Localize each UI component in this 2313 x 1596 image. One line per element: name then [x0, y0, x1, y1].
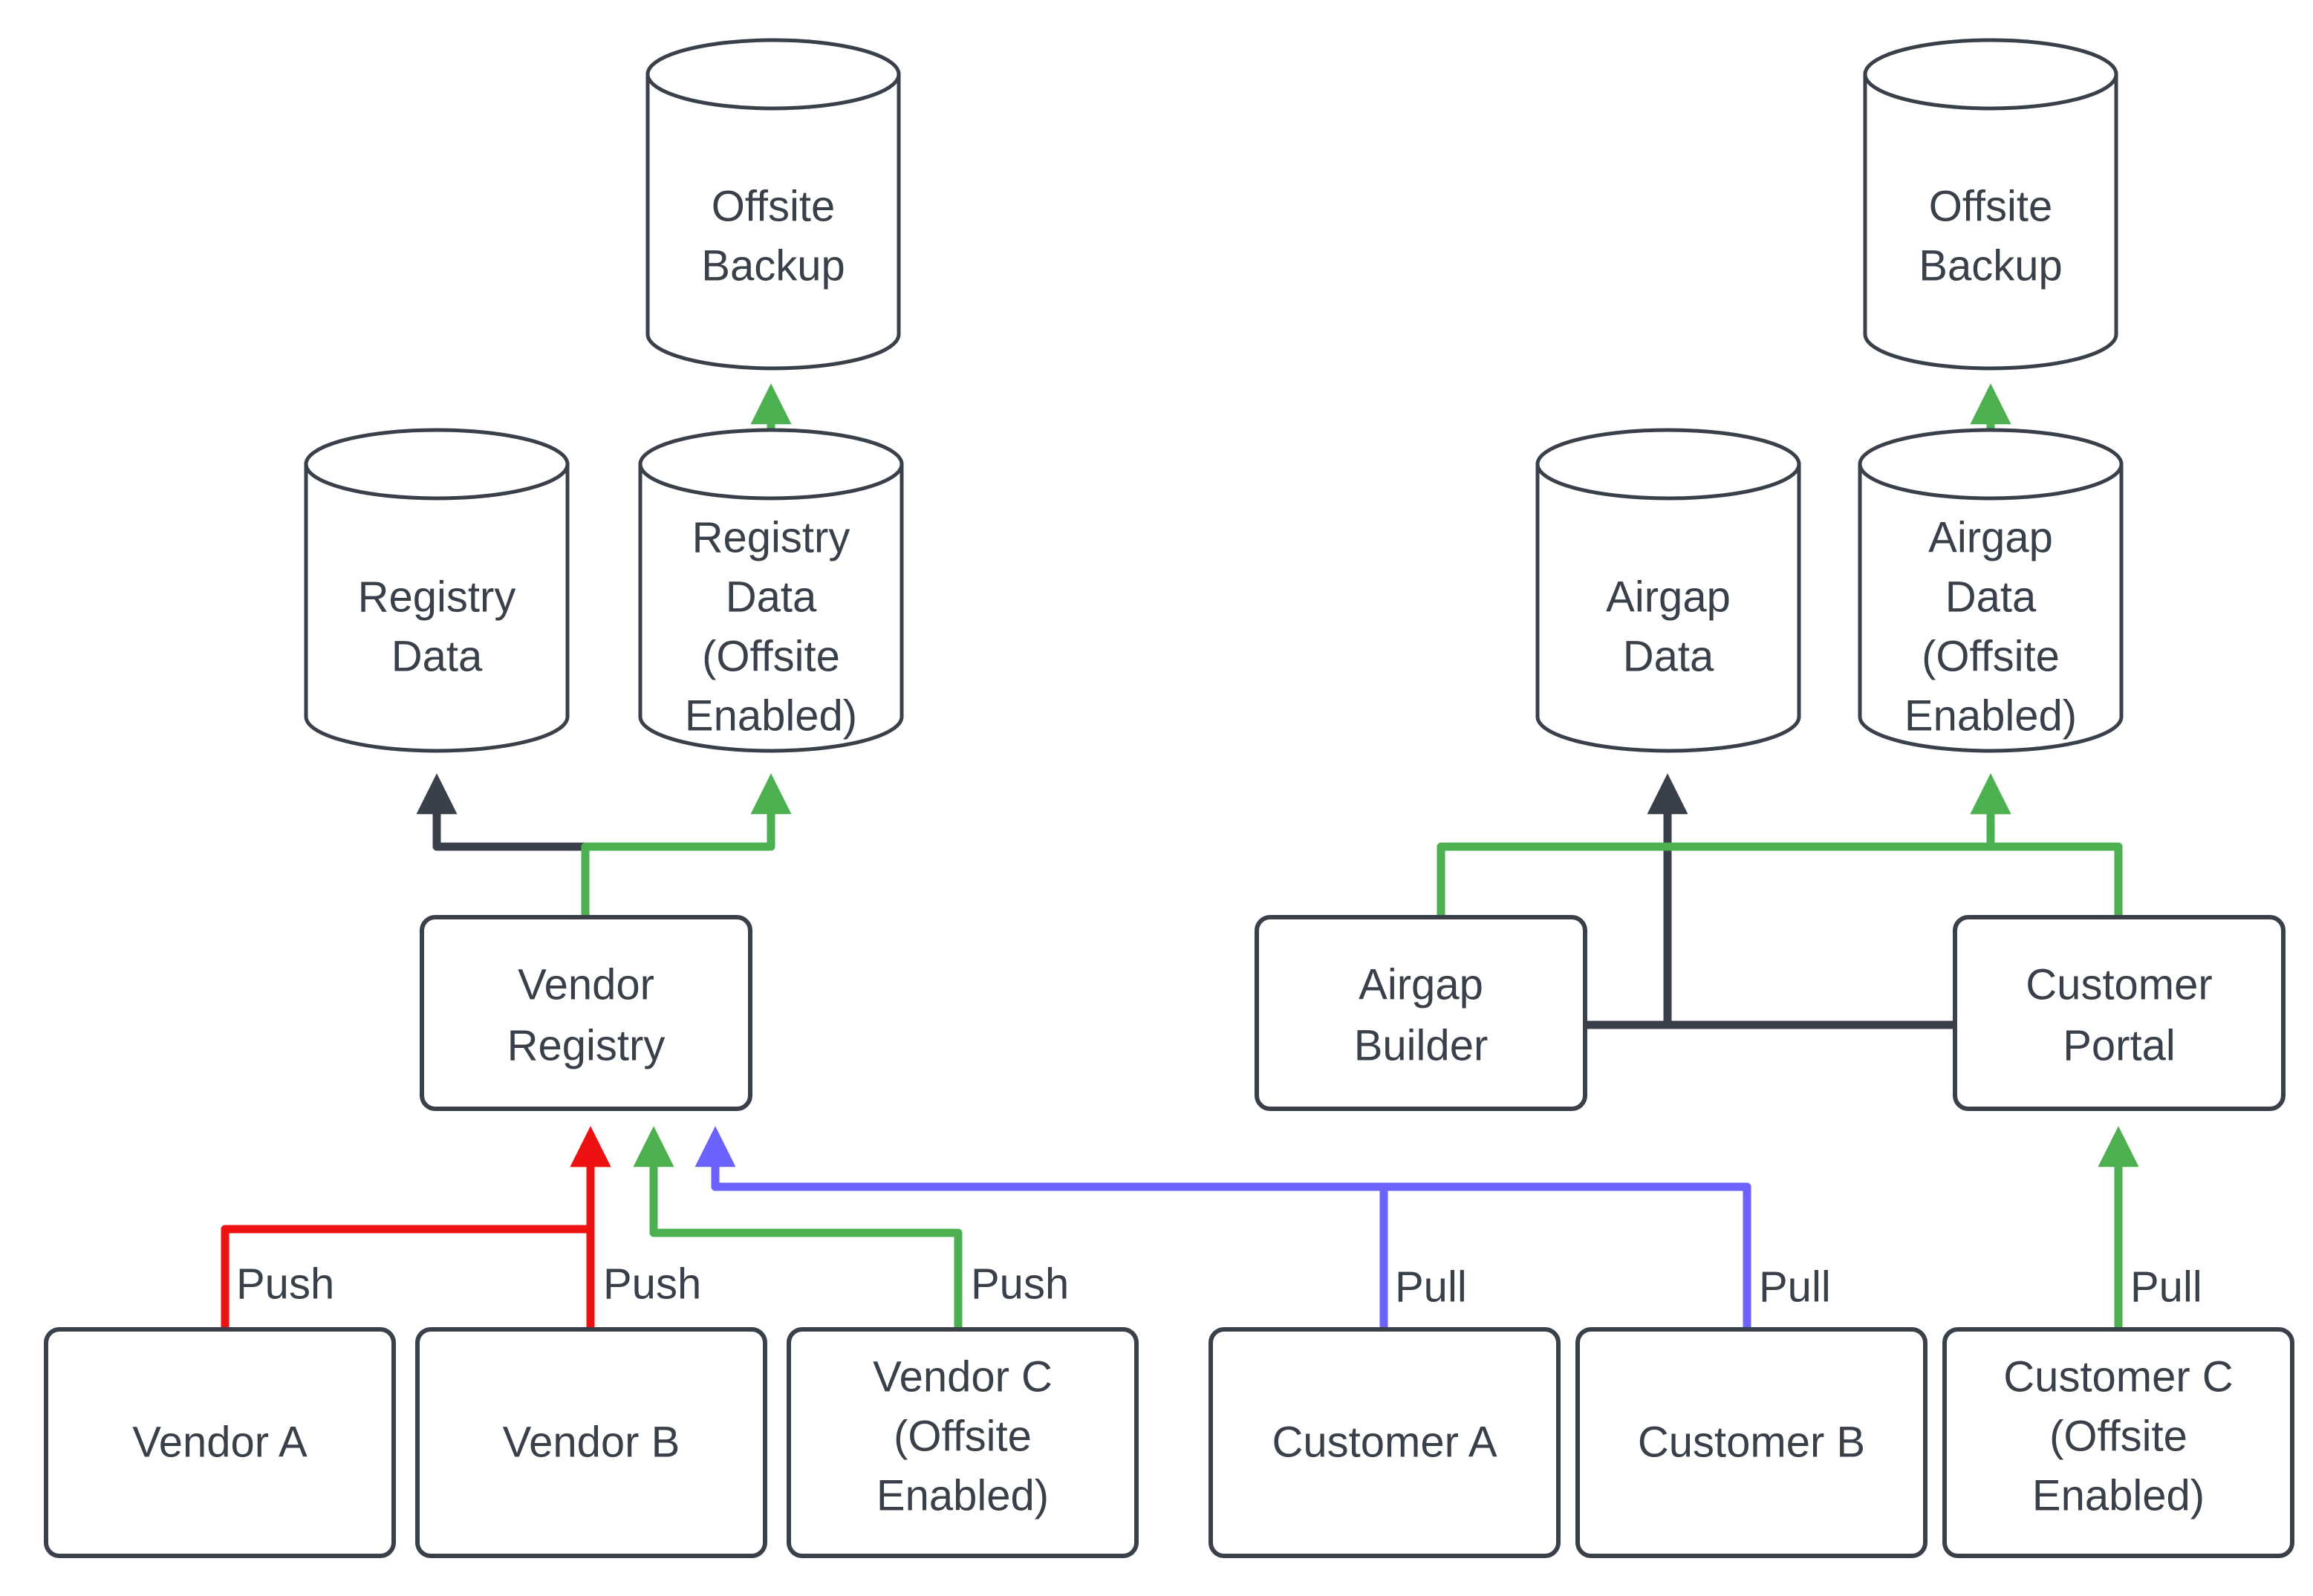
node-offsite-backup-right: Offsite Backup [1863, 38, 2118, 371]
edge-label-pull-b: Pull [1759, 1263, 1831, 1311]
edge-airgap-builder-to-airgap-offsite [1437, 773, 2011, 919]
edge-vendor-registry-to-registry-data-offsite [581, 773, 792, 919]
offsite-backup-right-line2: Backup [1919, 241, 2062, 290]
vendor-registry-line2: Registry [507, 1021, 666, 1069]
vendor-c-line2: (Offsite [894, 1412, 1032, 1460]
node-vendor-c: Vendor C (Offsite Enabled) [787, 1327, 1139, 1558]
customer-portal-line1: Customer [2026, 960, 2212, 1009]
edge-label-pull-c: Pull [2130, 1263, 2202, 1311]
offsite-backup-left-line1: Offsite [712, 182, 836, 230]
node-vendor-registry: Vendor Registry [420, 915, 752, 1111]
airgap-builder-line2: Builder [1354, 1021, 1489, 1069]
edge-label-push-c: Push [971, 1260, 1069, 1308]
airgap-data-offsite-line3: (Offsite [1922, 632, 2060, 680]
edge-label-push-a: Push [236, 1260, 334, 1308]
edge-customer-b-pull [711, 1182, 1751, 1334]
customer-a-label: Customer A [1272, 1418, 1497, 1466]
vendor-c-line1: Vendor C [873, 1352, 1053, 1401]
customer-b-label: Customer B [1638, 1418, 1865, 1466]
node-airgap-data: Airgap Data [1535, 428, 1801, 753]
node-registry-data: Registry Data [304, 428, 570, 753]
node-offsite-backup-left: Offsite Backup [645, 38, 901, 371]
node-airgap-data-offsite: Airgap Data (Offsite Enabled) [1858, 428, 2124, 753]
node-vendor-a: Vendor A [44, 1327, 396, 1558]
customer-portal-line2: Portal [2063, 1021, 2176, 1069]
customer-c-line3: Enabled) [2032, 1471, 2205, 1520]
vendor-c-line3: Enabled) [876, 1471, 1049, 1520]
airgap-data-line1: Airgap [1606, 573, 1731, 621]
airgap-data-offsite-line1: Airgap [1928, 513, 2053, 561]
edge-label-push-b: Push [603, 1260, 701, 1308]
customer-c-line2: (Offsite [2049, 1412, 2187, 1460]
vendor-registry-line1: Vendor [518, 960, 654, 1009]
node-airgap-builder: Airgap Builder [1255, 915, 1587, 1111]
registry-data-offsite-line3: (Offsite [702, 632, 840, 680]
node-vendor-b: Vendor B [415, 1327, 767, 1558]
airgap-builder-line1: Airgap [1359, 960, 1483, 1009]
registry-data-line2: Data [391, 632, 483, 680]
node-registry-data-offsite: Registry Data (Offsite Enabled) [638, 428, 904, 753]
edge-label-pull-a: Pull [1395, 1263, 1467, 1311]
customer-c-line1: Customer C [2003, 1352, 2233, 1401]
node-customer-c: Customer C (Offsite Enabled) [1942, 1327, 2294, 1558]
offsite-backup-left-line2: Backup [701, 241, 845, 290]
vendor-a-label: Vendor A [132, 1418, 308, 1466]
airgap-data-offsite-line2: Data [1945, 573, 2037, 621]
edge-vendor-registry-to-registry-data [416, 773, 590, 919]
node-customer-b: Customer B [1575, 1327, 1928, 1558]
registry-data-offsite-line1: Registry [692, 513, 850, 561]
node-customer-a: Customer A [1208, 1327, 1561, 1558]
registry-data-offsite-line2: Data [726, 573, 817, 621]
edge-vendor-c-push [633, 1126, 963, 1334]
edge-portal-builder-to-airgap-data [1647, 773, 1958, 1029]
node-customer-portal: Customer Portal [1953, 915, 2286, 1111]
registry-data-line1: Registry [358, 573, 516, 621]
vendor-b-label: Vendor B [503, 1418, 680, 1466]
airgap-data-offsite-line4: Enabled) [1904, 691, 2077, 740]
edge-customer-portal-to-airgap-offsite [1970, 773, 2123, 919]
offsite-backup-right-line1: Offsite [1929, 182, 2053, 230]
airgap-data-line2: Data [1623, 632, 1714, 680]
registry-data-offsite-line4: Enabled) [685, 691, 857, 740]
